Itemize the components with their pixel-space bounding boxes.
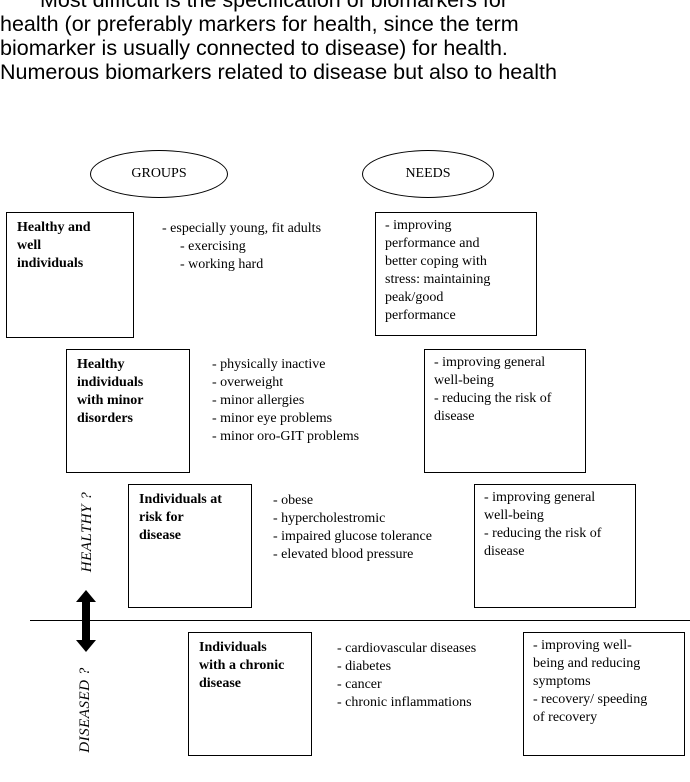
- group-label-line: Healthy: [77, 357, 125, 372]
- characteristics-list-chronic-disease: - cardiovascular diseases - diabetes - c…: [337, 640, 476, 712]
- characteristic-item: - minor allergies: [212, 393, 305, 408]
- needs-line: - reducing the risk of: [434, 391, 552, 406]
- paragraph-line: Most difficult is the specification of b…: [40, 0, 509, 12]
- group-box-minor-disorders: Healthy individuals with minor disorders: [66, 349, 190, 473]
- healthy-diseased-divider: [30, 620, 690, 621]
- characteristic-item: - physically inactive: [212, 357, 326, 372]
- needs-line: better coping with: [385, 254, 487, 269]
- healthy-axis-label: HEALTHY ?: [79, 491, 95, 573]
- characteristic-item: - cancer: [337, 677, 382, 692]
- group-label-line: Healthy and: [17, 220, 91, 235]
- needs-line: stress: maintaining: [385, 272, 491, 287]
- characteristic-item: - minor eye problems: [212, 411, 333, 426]
- characteristic-item: - working hard: [180, 257, 264, 272]
- group-label-line: disease: [139, 528, 181, 543]
- needs-line: - improving well-: [533, 638, 632, 653]
- group-label-line: Individuals at: [139, 492, 222, 507]
- group-label-line: with minor: [77, 393, 144, 408]
- characteristic-item: - exercising: [180, 239, 246, 254]
- group-label-line: well: [17, 238, 42, 253]
- needs-line: - reducing the risk of: [484, 526, 602, 541]
- group-label-line: individuals: [77, 375, 144, 390]
- characteristics-list-minor-disorders: - physically inactive - overweight - min…: [212, 356, 359, 446]
- needs-box-chronic-disease: - improving well- being and reducing sym…: [523, 632, 685, 756]
- group-label-line: Individuals: [199, 640, 267, 655]
- needs-line: symptoms: [533, 674, 591, 689]
- characteristic-item: - minor oro-GIT problems: [212, 429, 360, 444]
- needs-header-label: NEEDS: [405, 166, 451, 181]
- double-arrow-icon: [76, 590, 96, 652]
- characteristic-item: - especially young, fit adults: [162, 221, 322, 236]
- needs-line: performance and: [385, 236, 480, 251]
- groups-header: GROUPS: [90, 150, 228, 198]
- needs-line: performance: [385, 308, 456, 323]
- needs-box-healthy-well: - improving performance and better copin…: [375, 212, 537, 336]
- paragraph-line: Numerous biomarkers related to disease b…: [0, 60, 557, 84]
- characteristic-item: - cardiovascular diseases: [337, 641, 477, 656]
- characteristic-item: - chronic inflammations: [337, 695, 472, 710]
- needs-box-at-risk: - improving general well-being - reducin…: [474, 484, 636, 608]
- needs-line: disease: [434, 409, 475, 424]
- needs-line: of recovery: [533, 710, 598, 725]
- paragraph-line: health (or preferably markers for health…: [0, 12, 519, 36]
- needs-line: being and reducing: [533, 656, 641, 671]
- characteristic-item: - overweight: [212, 375, 284, 390]
- characteristic-item: - impaired glucose tolerance: [273, 529, 432, 544]
- characteristic-item: - diabetes: [337, 659, 392, 674]
- characteristic-item: - hypercholestromic: [273, 511, 386, 526]
- paragraph-line: biomarker is usually connected to diseas…: [0, 36, 508, 60]
- needs-line: disease: [484, 544, 525, 559]
- group-label-line: disorders: [77, 411, 133, 426]
- paragraph: Most difficult is the specification of b…: [0, 0, 690, 84]
- groups-header-label: GROUPS: [131, 166, 187, 181]
- diseased-axis-label: DISEASED ?: [77, 667, 93, 753]
- group-label-line: risk for: [139, 510, 184, 525]
- group-label-line: with a chronic: [199, 658, 285, 673]
- needs-line: peak/good: [385, 290, 444, 305]
- needs-line: - improving general: [484, 490, 596, 505]
- needs-line: well-being: [434, 373, 494, 388]
- characteristics-list-at-risk: - obese - hypercholestromic - impaired g…: [273, 492, 432, 564]
- needs-header: NEEDS: [362, 150, 494, 198]
- group-box-healthy-well: Healthy and well individuals: [6, 212, 134, 338]
- needs-line: well-being: [484, 508, 544, 523]
- group-label-line: disease: [199, 676, 241, 691]
- needs-line: - improving general: [434, 355, 546, 370]
- needs-line: - improving: [385, 218, 452, 233]
- needs-line: - recovery/ speeding: [533, 692, 648, 707]
- group-box-at-risk: Individuals at risk for disease: [128, 484, 252, 608]
- characteristic-item: - obese: [273, 493, 314, 508]
- characteristic-item: - elevated blood pressure: [273, 547, 414, 562]
- group-box-chronic-disease: Individuals with a chronic disease: [188, 632, 312, 756]
- characteristics-list-healthy-well: - especially young, fit adults - exercis…: [162, 220, 321, 274]
- group-label-line: individuals: [17, 256, 84, 271]
- needs-box-minor-disorders: - improving general well-being - reducin…: [424, 349, 586, 473]
